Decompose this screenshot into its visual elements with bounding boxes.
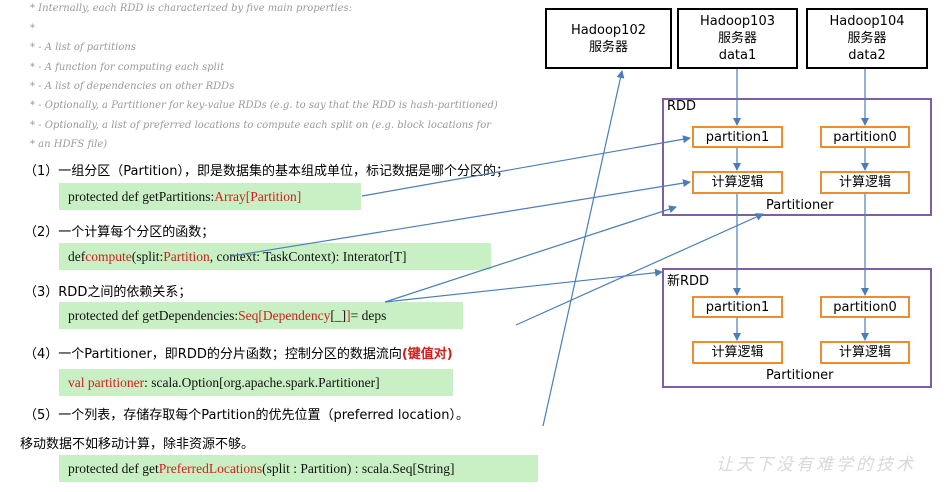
- code-token: def: [68, 248, 86, 264]
- code-token: val partitioner: [68, 374, 145, 390]
- comment-line: * Internally, each RDD is characterized …: [30, 3, 352, 14]
- code-token: (split : Partition) : scala.Seq[String]: [262, 460, 455, 476]
- property-4-code: val partitioner : scala.Option[org.apach…: [59, 369, 453, 396]
- code-token: protected def getPartitions:: [68, 188, 215, 204]
- rdd-label: RDD: [667, 99, 697, 114]
- server-name: Hadoop103: [700, 14, 775, 29]
- comment-line: * - A list of partitions: [30, 42, 136, 53]
- code-token: ]: [346, 307, 351, 323]
- server-hadoop104: Hadoop104 服务器 data2: [806, 8, 928, 69]
- comment-line: * - Optionally, a Partitioner for key-va…: [30, 100, 498, 111]
- code-token: protected def get: [68, 460, 159, 476]
- server-data: data1: [718, 48, 757, 63]
- property-3-code: protected def getDependencies: Seq[Depen…: [59, 302, 463, 329]
- code-token: Array[Partition]: [214, 188, 302, 204]
- arrow-deps-to-new-rdd: [384, 268, 663, 303]
- server-hadoop102: Hadoop102 服务器: [545, 8, 672, 69]
- property-5-note: 移动数据不如移动计算，除非资源不够。: [20, 437, 255, 452]
- server-data: data2: [848, 48, 886, 63]
- property-3-description: （3）RDD之间的依赖关系；: [24, 285, 192, 300]
- watermark: 让天下没有难学的技术: [716, 455, 916, 475]
- new-rdd-compute-logic-2: 计算逻辑: [820, 341, 910, 364]
- property-4-description: （4）一个Partitioner，即RDD的分片函数；控制分区的数据流向(键值对…: [24, 343, 453, 362]
- comment-line: * - A list of dependencies on other RDDs: [30, 81, 235, 92]
- property-2-code: def compute(split: Partition, context: T…: [59, 243, 491, 270]
- key-value-emphasis: (键值对): [401, 347, 453, 362]
- new-rdd-partition-1: partition1: [692, 296, 783, 318]
- server-label: 服务器: [588, 39, 628, 55]
- code-token: (split:: [131, 248, 164, 264]
- server-label: 服务器: [717, 31, 757, 46]
- new-rdd-partitioner-label: Partitioner: [766, 368, 834, 383]
- rdd-partition-1: partition1: [692, 126, 783, 148]
- property-5-description: （5）一个列表，存储存取每个Partition的优先位置（preferred l…: [24, 408, 469, 423]
- code-token: = deps: [350, 307, 387, 323]
- comment-line: * - Optionally, a list of preferred loca…: [30, 120, 491, 131]
- code-token: Partition: [163, 248, 210, 264]
- comment-line: * - A function for computing each split: [30, 62, 225, 73]
- server-hadoop103: Hadoop103 服务器 data1: [677, 8, 798, 69]
- arrow-preferred-to-hadoop102: [542, 70, 625, 427]
- property-2-description: （2）一个计算每个分区的函数；: [24, 225, 215, 240]
- new-rdd-label: 新RDD: [667, 274, 710, 289]
- code-token: Seq[Dependency: [238, 307, 331, 323]
- code-token: : scala.Option[org.apache.spark.Partitio…: [144, 374, 380, 390]
- property-4-text: （4）一个Partitioner，即RDD的分片函数；控制分区的数据流向: [24, 347, 402, 362]
- rdd-compute-logic-1: 计算逻辑: [692, 171, 783, 194]
- code-token: protected def getDependencies:: [68, 307, 239, 323]
- code-token: compute: [85, 248, 132, 264]
- new-rdd-compute-logic-1: 计算逻辑: [692, 341, 783, 364]
- code-token: [_]: [330, 307, 347, 323]
- server-label: 服务器: [847, 31, 887, 46]
- code-token: PreferredLocations: [158, 460, 263, 476]
- rdd-partitioner-label: Partitioner: [766, 198, 834, 213]
- new-rdd-group: [662, 268, 932, 388]
- server-name: Hadoop104: [829, 14, 905, 29]
- code-token: , context: TaskContext): Interator[T]: [209, 248, 407, 264]
- rdd-partition-0: partition0: [820, 126, 910, 148]
- comment-line: *: [30, 23, 35, 34]
- property-1-description: （1）一组分区（Partition），即是数据集的基本组成单位，标记数据是哪个分…: [24, 164, 509, 179]
- server-name: Hadoop102: [571, 22, 646, 38]
- rdd-compute-logic-2: 计算逻辑: [820, 171, 910, 194]
- new-rdd-partition-0: partition0: [820, 296, 910, 318]
- property-1-code: protected def getPartitions:Array[Partit…: [59, 183, 361, 210]
- comment-line: * an HDFS file): [30, 139, 108, 150]
